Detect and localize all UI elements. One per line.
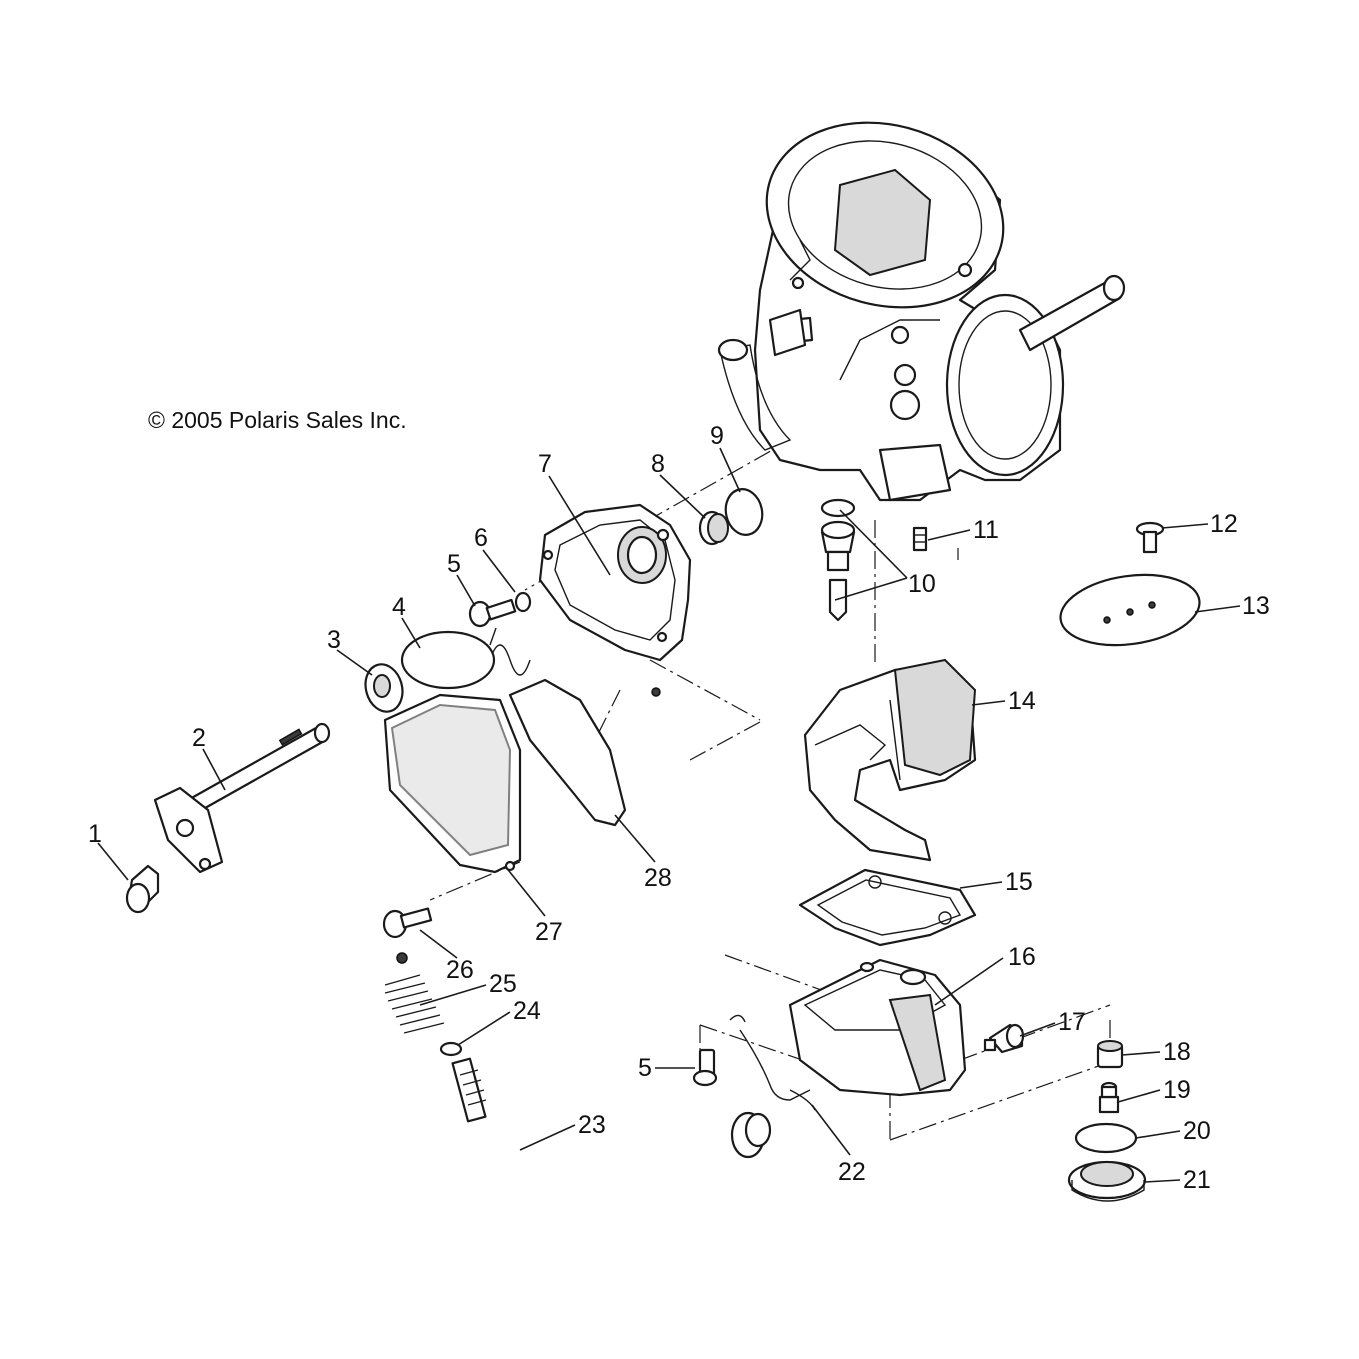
part-8-bushing — [698, 510, 729, 546]
callout-23: 23 — [578, 1111, 606, 1139]
callout-25: 25 — [489, 970, 517, 998]
callout-10: 10 — [908, 570, 936, 598]
part-21-plug — [1067, 1160, 1147, 1202]
leader-lines — [97, 447, 1241, 1183]
part-7-housing — [538, 503, 692, 697]
callout-labels: 1 2 3 4 5 6 7 8 9 10 11 12 13 14 15 16 1… — [88, 422, 1270, 1194]
part-27-cover — [383, 693, 522, 874]
callout-12: 12 — [1210, 510, 1238, 538]
part-3-washer — [364, 663, 404, 713]
callout-21: 21 — [1183, 1166, 1211, 1194]
callout-7: 7 — [538, 450, 552, 478]
callout-16: 16 — [1008, 943, 1036, 971]
part-18-cap — [1096, 1040, 1124, 1069]
part-5-screw-upper — [468, 598, 517, 628]
callout-24: 24 — [513, 997, 541, 1025]
callout-22: 22 — [838, 1158, 866, 1186]
part-5-screw-lower — [692, 1048, 718, 1087]
part-19-fitting — [1098, 1081, 1120, 1114]
part-10-needle-valve — [820, 498, 856, 622]
part-11-jet — [912, 526, 928, 552]
callout-27: 27 — [535, 918, 563, 946]
callout-26: 26 — [446, 956, 474, 984]
part-2-shaft — [153, 722, 331, 874]
part-28-gasket — [508, 678, 627, 827]
callout-19: 19 — [1163, 1076, 1191, 1104]
callout-3: 3 — [327, 626, 341, 654]
callout-5-lower: 5 — [638, 1054, 652, 1082]
part-1-cap — [125, 864, 160, 914]
part-16-float-bowl — [788, 958, 967, 1097]
part-24-washer — [439, 1041, 463, 1057]
callout-28: 28 — [644, 864, 672, 892]
copyright-text: © 2005 Polaris Sales Inc. — [148, 407, 407, 433]
callout-14: 14 — [1008, 687, 1036, 715]
callout-5-upper: 5 — [447, 550, 461, 578]
part-15-gasket — [798, 868, 977, 947]
part-25-spring — [384, 952, 445, 1034]
part-26-screw — [382, 907, 433, 939]
part-20-oring — [1074, 1122, 1138, 1154]
part-12-screw — [1135, 521, 1165, 554]
part-23-hose — [451, 1057, 772, 1224]
callout-4: 4 — [392, 593, 406, 621]
callout-2: 2 — [192, 724, 206, 752]
callout-6: 6 — [474, 524, 488, 552]
part-14-float — [803, 658, 977, 862]
callout-13: 13 — [1242, 592, 1270, 620]
callout-8: 8 — [651, 450, 665, 478]
callout-11: 11 — [973, 516, 999, 544]
callout-15: 15 — [1005, 868, 1033, 896]
part-17-plug — [983, 1023, 1025, 1054]
callout-1: 1 — [88, 820, 102, 848]
callout-18: 18 — [1163, 1038, 1191, 1066]
part-4-spring — [400, 627, 531, 690]
callout-9: 9 — [710, 422, 724, 450]
part-13-plate — [1059, 573, 1201, 647]
callout-20: 20 — [1183, 1117, 1211, 1145]
carburetor-body — [717, 121, 1126, 502]
callout-17: 17 — [1058, 1008, 1086, 1036]
part-6-oring — [514, 591, 532, 613]
